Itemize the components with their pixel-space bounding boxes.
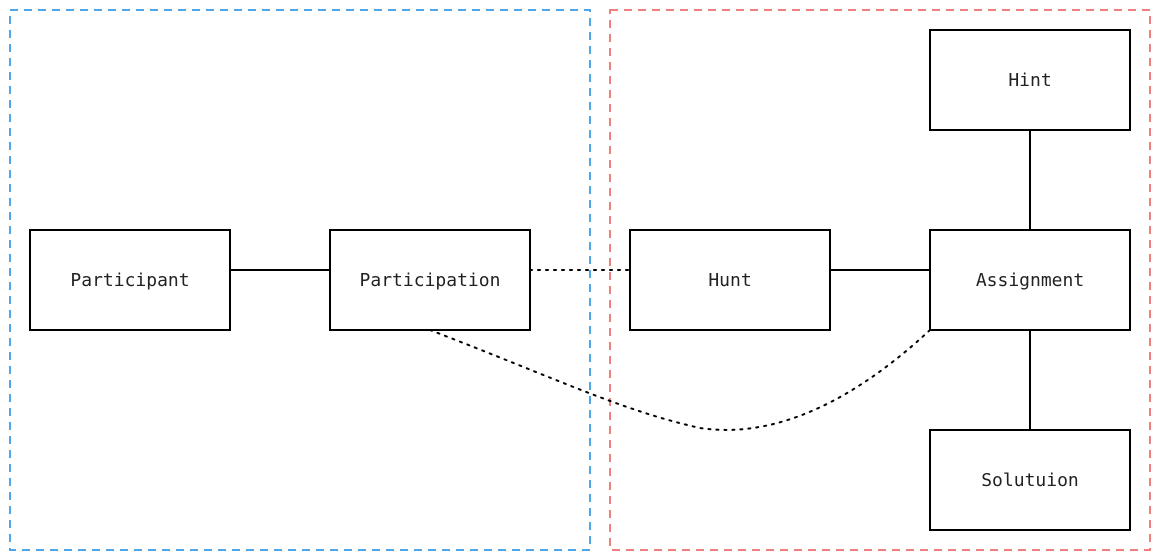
node-participation[interactable]: Participation <box>329 229 531 331</box>
node-hunt-label: Hunt <box>708 270 751 291</box>
node-participant-label: Participant <box>70 270 189 291</box>
node-hint[interactable]: Hint <box>929 29 1131 131</box>
node-participation-box <box>329 229 531 331</box>
node-assignment-label: Assignment <box>976 270 1084 291</box>
node-hint-box <box>929 29 1131 131</box>
node-assignment[interactable]: Assignment <box>929 229 1131 331</box>
node-hunt-box <box>629 229 831 331</box>
node-assignment-box <box>929 229 1131 331</box>
node-hint-label: Hint <box>1008 70 1051 91</box>
node-solution-box <box>929 429 1131 531</box>
right-group-boundary <box>609 9 1151 551</box>
node-participant[interactable]: Participant <box>29 229 231 331</box>
node-solution[interactable]: Solutuion <box>929 429 1131 531</box>
node-participation-label: Participation <box>360 270 501 291</box>
node-participant-box <box>29 229 231 331</box>
node-hunt[interactable]: Hunt <box>629 229 831 331</box>
edge-participation-assignment-curve <box>429 329 931 431</box>
node-solution-label: Solutuion <box>981 470 1079 491</box>
